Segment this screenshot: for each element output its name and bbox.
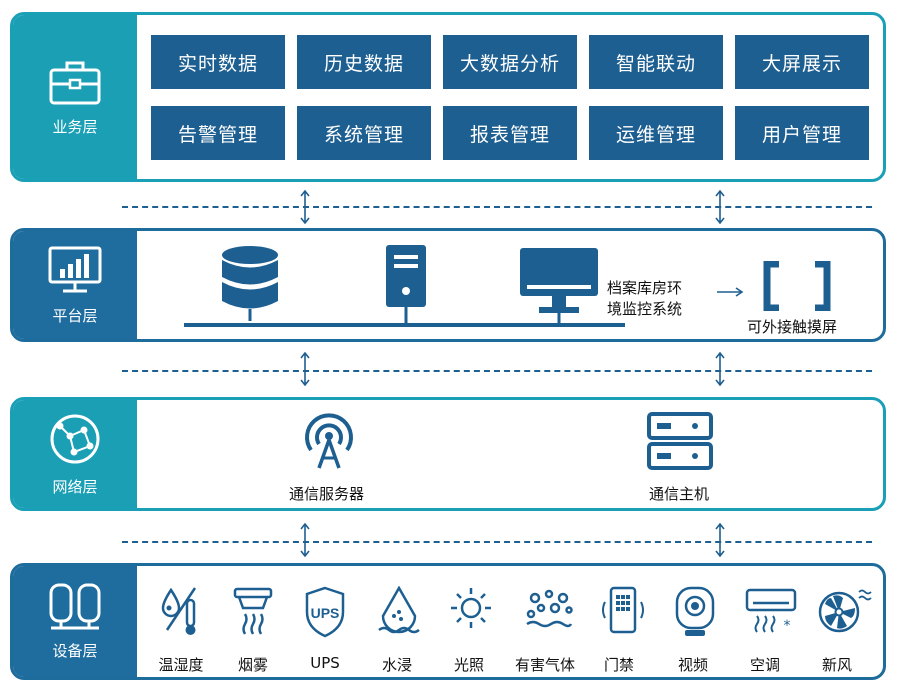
- module-button[interactable]: 系统管理: [297, 106, 431, 160]
- monitoring-system-label: 档案库房环 境监控系统: [607, 278, 682, 320]
- platform-layer: 平台层 档案库房环 境监控系统: [10, 228, 886, 342]
- svg-text:UPS: UPS: [311, 605, 340, 621]
- module-button[interactable]: 用户管理: [735, 106, 869, 160]
- bidirectional-arrow-icon: [715, 189, 725, 225]
- water-leak-icon: [378, 586, 420, 634]
- bidirectional-arrow-icon: [715, 522, 725, 558]
- light-icon: [451, 588, 491, 628]
- camera-icon: [675, 586, 715, 636]
- module-button[interactable]: 报表管理: [443, 106, 577, 160]
- database-icon: [222, 246, 278, 321]
- module-button[interactable]: 实时数据: [151, 35, 285, 89]
- ups-icon: UPS: [305, 586, 345, 638]
- speakers-icon: [49, 583, 101, 630]
- computer-monitor-icon: [520, 248, 598, 323]
- touchscreen-label: 可外接触摸屏: [747, 318, 838, 336]
- antenna-tower-icon: [305, 413, 353, 469]
- air-conditioner-icon: *: [745, 588, 797, 634]
- device-label: UPS: [310, 654, 340, 672]
- svg-text:*: *: [784, 618, 791, 634]
- module-button[interactable]: 历史数据: [297, 35, 431, 89]
- separator-line: [122, 370, 872, 372]
- platform-layer-label: 平台层: [52, 306, 98, 325]
- module-button[interactable]: 大数据分析: [443, 35, 577, 89]
- device-label: 门禁: [603, 656, 634, 674]
- platform-layer-sidebar: 平台层: [13, 231, 137, 339]
- harmful-gas-icon: [526, 589, 573, 628]
- touchscreen-icon: [763, 261, 831, 311]
- device-label: 温湿度: [158, 656, 204, 674]
- device-label: 有害气体: [514, 656, 575, 674]
- monitoring-system-label-line2: 境监控系统: [607, 300, 683, 318]
- communication-host-label: 通信主机: [649, 485, 710, 503]
- access-control-icon: [602, 586, 644, 634]
- platform-content: 档案库房环 境监控系统 可外接触摸屏: [137, 231, 883, 339]
- device-label: 烟雾: [237, 656, 268, 674]
- monitor-chart-icon: [48, 246, 102, 292]
- module-button[interactable]: 智能联动: [589, 35, 723, 89]
- monitoring-system-label-line1: 档案库房环: [607, 279, 683, 297]
- fresh-air-fan-icon: [818, 589, 872, 633]
- bidirectional-arrow-icon: [715, 351, 725, 387]
- device-list: 温湿度 烟雾 UPS UPS: [137, 566, 883, 677]
- business-layer-label: 业务层: [52, 117, 98, 136]
- thermometer-humidity-icon: [161, 587, 197, 635]
- server-tower-icon: [386, 245, 426, 323]
- bidirectional-arrow-icon: [300, 351, 310, 387]
- network-layer-sidebar: 网络层: [13, 400, 137, 508]
- device-label: 水浸: [381, 656, 412, 674]
- network-layer: 网络层 通信服务器 通信主机: [10, 397, 886, 511]
- module-button[interactable]: 运维管理: [589, 106, 723, 160]
- business-layer: 业务层 实时数据历史数据大数据分析智能联动大屏展示告警管理系统管理报表管理运维管…: [10, 12, 886, 182]
- module-button[interactable]: 告警管理: [151, 106, 285, 160]
- separator-line: [122, 541, 872, 543]
- communication-host-icon: [647, 412, 713, 470]
- device-layer: 设备层 温湿度 烟雾: [10, 563, 886, 680]
- device-label: 视频: [677, 656, 708, 674]
- separator-line: [122, 206, 872, 208]
- briefcase-icon: [49, 61, 101, 104]
- globe-network-icon: [50, 414, 100, 463]
- bidirectional-arrow-icon: [300, 522, 310, 558]
- device-label: 空调: [749, 656, 780, 674]
- bidirectional-arrow-icon: [300, 189, 310, 225]
- network-content: 通信服务器 通信主机: [137, 400, 883, 508]
- communication-server-label: 通信服务器: [289, 485, 365, 503]
- device-layer-sidebar: 设备层: [13, 566, 137, 677]
- platform-bus-line: [184, 323, 625, 327]
- smoke-detector-icon: [233, 587, 273, 635]
- network-layer-label: 网络层: [52, 477, 98, 496]
- right-arrow-icon: [717, 287, 744, 297]
- device-label: 新风: [821, 656, 852, 674]
- module-button[interactable]: 大屏展示: [735, 35, 869, 89]
- business-modules: 实时数据历史数据大数据分析智能联动大屏展示告警管理系统管理报表管理运维管理用户管…: [137, 15, 883, 179]
- device-label: 光照: [453, 656, 484, 674]
- business-layer-sidebar: 业务层: [13, 15, 137, 179]
- device-layer-label: 设备层: [52, 642, 98, 660]
